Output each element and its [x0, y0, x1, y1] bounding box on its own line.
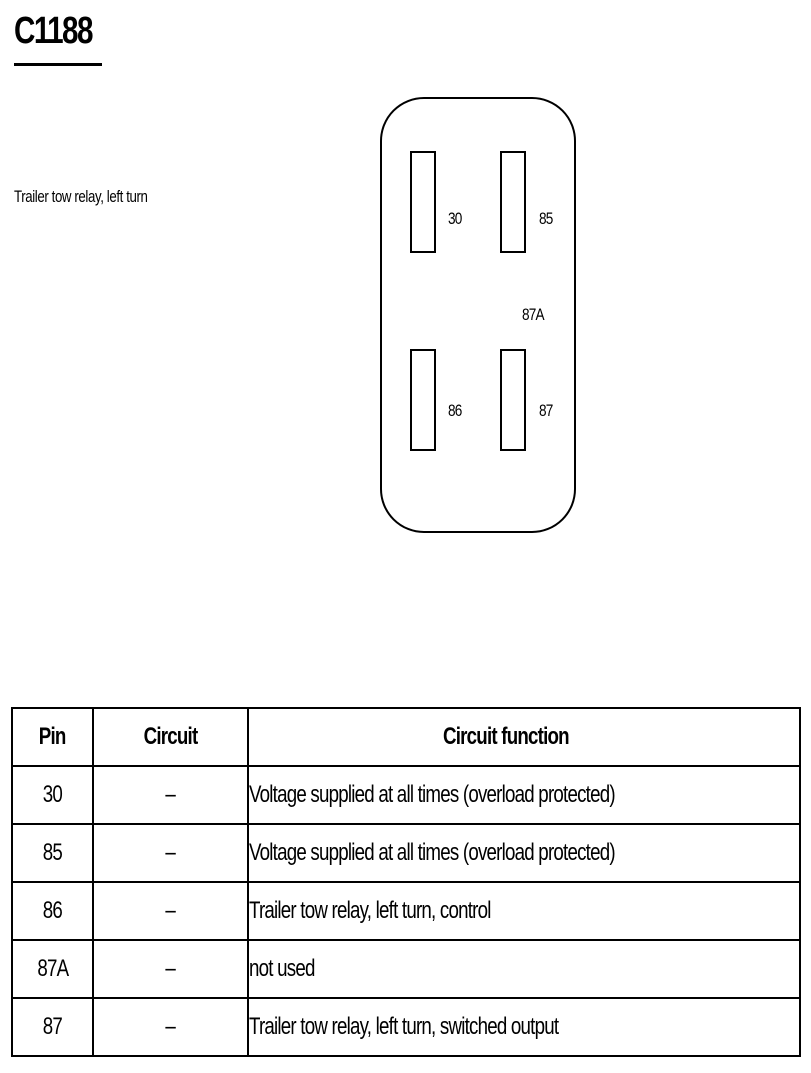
page-title: C1188: [14, 10, 93, 52]
table-row: 85 – Voltage supplied at all times (over…: [11, 823, 801, 883]
cell-pin: 86: [11, 881, 94, 941]
cell-function: Trailer tow relay, left turn, switched o…: [247, 997, 801, 1057]
pin-87a-label: 87A: [522, 305, 545, 324]
header-pin: Pin: [11, 707, 94, 767]
header-circuit-function: Circuit function: [247, 707, 801, 767]
pin-86-label: 86: [448, 401, 462, 420]
pin-87-label: 87: [539, 401, 553, 420]
cell-pin: 85: [11, 823, 94, 883]
pin-85-terminal: [500, 151, 526, 253]
cell-function: Voltage supplied at all times (overload …: [247, 765, 801, 825]
cell-circuit: –: [92, 881, 249, 941]
table-row: 87A – not used: [11, 939, 801, 999]
pin-85-label: 85: [539, 209, 553, 228]
connector-outline: 30 85 87A 86 87: [380, 97, 576, 533]
pin-30-terminal: [410, 151, 436, 253]
cell-pin: 30: [11, 765, 94, 825]
connector-description: Trailer tow relay, left turn: [14, 187, 148, 206]
cell-pin: 87A: [11, 939, 94, 999]
table-row: 86 – Trailer tow relay, left turn, contr…: [11, 881, 801, 941]
cell-function: not used: [247, 939, 801, 999]
cell-function: Trailer tow relay, left turn, control: [247, 881, 801, 941]
cell-circuit: –: [92, 939, 249, 999]
cell-circuit: –: [92, 765, 249, 825]
cell-circuit: –: [92, 823, 249, 883]
table-header-row: Pin Circuit Circuit function: [11, 707, 801, 767]
cell-circuit: –: [92, 997, 249, 1057]
pin-86-terminal: [410, 349, 436, 451]
title-underline: [14, 63, 102, 66]
pin-87-terminal: [500, 349, 526, 451]
cell-pin: 87: [11, 997, 94, 1057]
cell-function: Voltage supplied at all times (overload …: [247, 823, 801, 883]
pin-30-label: 30: [448, 209, 462, 228]
pin-table: Pin Circuit Circuit function 30 – Voltag…: [11, 707, 801, 1057]
table-row: 30 – Voltage supplied at all times (over…: [11, 765, 801, 825]
header-circuit: Circuit: [92, 707, 249, 767]
table-row: 87 – Trailer tow relay, left turn, switc…: [11, 997, 801, 1057]
